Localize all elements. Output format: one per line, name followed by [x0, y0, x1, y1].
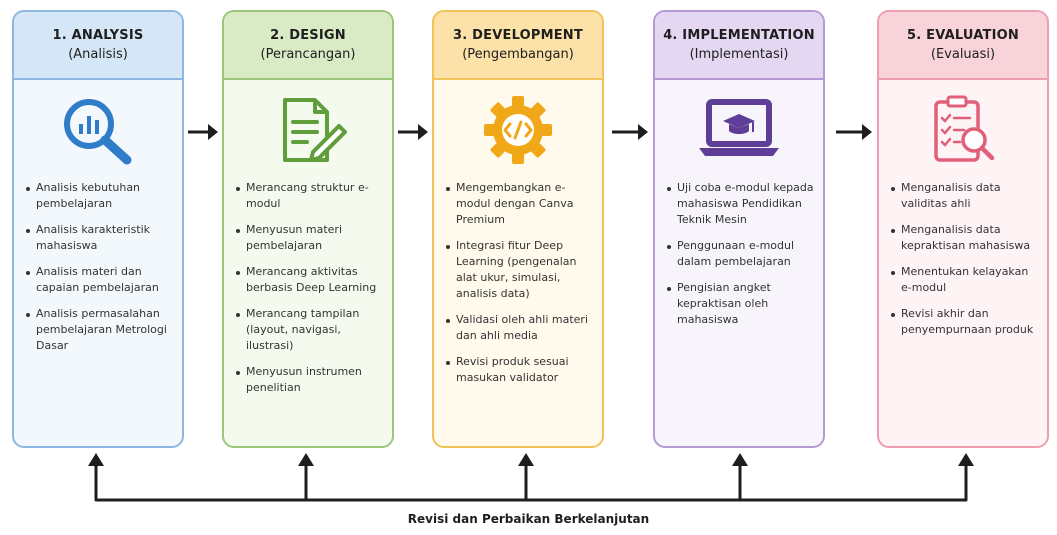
arrow-right-icon	[398, 124, 428, 140]
phase-list-design: Merancang struktur e-modul Menyusun mate…	[224, 180, 392, 396]
feedback-label: Revisi dan Perbaikan Berkelanjutan	[407, 512, 650, 526]
clipboard-checklist-magnifier-icon	[879, 80, 1047, 180]
phase-card-design: 2. DESIGN (Perancangan) Merancang strukt…	[222, 10, 394, 448]
phase-title-analysis: 1. ANALYSIS	[52, 28, 144, 43]
phase-subtitle-evaluation: (Evaluasi)	[930, 47, 996, 62]
list-item: Mengembangkan e-modul dengan Canva Premi…	[444, 180, 594, 228]
phase-subtitle-implementation: (Implementasi)	[689, 47, 789, 62]
arrow-up-icon	[732, 453, 748, 466]
list-item: Analisis permasalahan pembelajaran Metro…	[24, 306, 174, 354]
list-item: Revisi produk sesuai masukan validator	[444, 354, 594, 386]
arrow-up-icon	[958, 453, 974, 466]
phase-header-analysis: 1. ANALYSIS (Analisis)	[14, 12, 182, 80]
list-item: Pengisian angket kepraktisan oleh mahasi…	[665, 280, 815, 328]
arrow-right-icon	[612, 124, 648, 140]
phase-title-implementation: 4. IMPLEMENTATION	[663, 28, 815, 43]
list-item: Menyusun instrumen penelitian	[234, 364, 384, 396]
list-item: Merancang tampilan (layout, navigasi, il…	[234, 306, 384, 354]
phase-card-analysis: 1. ANALYSIS (Analisis) Analisis kebutuha…	[12, 10, 184, 448]
phase-header-evaluation: 5. EVALUATION (Evaluasi)	[879, 12, 1047, 80]
phase-title-design: 2. DESIGN	[270, 28, 346, 43]
list-item: Merancang struktur e-modul	[234, 180, 384, 212]
list-item: Revisi akhir dan penyempurnaan produk	[889, 306, 1039, 338]
phase-list-evaluation: Menganalisis data validitas ahli Mengana…	[879, 180, 1047, 338]
list-item: Menentukan kelayakan e-modul	[889, 264, 1039, 296]
phase-list-analysis: Analisis kebutuhan pembelajaran Analisis…	[14, 180, 182, 354]
arrow-right-icon	[836, 124, 872, 140]
code-gear-icon	[434, 80, 602, 180]
document-pencil-icon	[224, 80, 392, 180]
list-item: Menyusun materi pembelajaran	[234, 222, 384, 254]
phase-title-development: 3. DEVELOPMENT	[453, 28, 583, 43]
arrow-up-icon	[88, 453, 104, 466]
list-item: Menganalisis data kepraktisan mahasiswa	[889, 222, 1039, 254]
phase-title-evaluation: 5. EVALUATION	[907, 28, 1019, 43]
arrow-up-icon	[298, 453, 314, 466]
phase-list-implementation: Uji coba e-modul kepada mahasiswa Pendid…	[655, 180, 823, 328]
arrow-up-icon	[518, 453, 534, 466]
list-item: Penggunaan e-modul dalam pembelajaran	[665, 238, 815, 270]
list-item: Uji coba e-modul kepada mahasiswa Pendid…	[665, 180, 815, 228]
arrow-right-icon	[188, 124, 218, 140]
list-item: Menganalisis data validitas ahli	[889, 180, 1039, 212]
phase-subtitle-design: (Perancangan)	[260, 47, 356, 62]
phase-header-development: 3. DEVELOPMENT (Pengembangan)	[434, 12, 602, 80]
list-item: Analisis karakteristik mahasiswa	[24, 222, 174, 254]
feedback-line	[94, 460, 968, 502]
analytics-magnifier-icon	[14, 80, 182, 180]
phase-header-implementation: 4. IMPLEMENTATION (Implementasi)	[655, 12, 823, 80]
phase-subtitle-development: (Pengembangan)	[462, 47, 574, 62]
list-item: Analisis materi dan capaian pembelajaran	[24, 264, 174, 296]
list-item: Merancang aktivitas berbasis Deep Learni…	[234, 264, 384, 296]
phase-header-design: 2. DESIGN (Perancangan)	[224, 12, 392, 80]
phase-card-development: 3. DEVELOPMENT (Pengembangan)	[432, 10, 604, 448]
phase-card-implementation: 4. IMPLEMENTATION (Implementasi) Uji cob…	[653, 10, 825, 448]
phase-list-development: Mengembangkan e-modul dengan Canva Premi…	[434, 180, 602, 386]
list-item: Integrasi fitur Deep Learning (pengenala…	[444, 238, 594, 302]
list-item: Validasi oleh ahli materi dan ahli media	[444, 312, 594, 344]
phase-subtitle-analysis: (Analisis)	[68, 47, 128, 62]
phase-card-evaluation: 5. EVALUATION (Evaluasi) Menganalisis da…	[877, 10, 1049, 448]
list-item: Analisis kebutuhan pembelajaran	[24, 180, 174, 212]
laptop-graduation-cap-icon	[655, 80, 823, 180]
